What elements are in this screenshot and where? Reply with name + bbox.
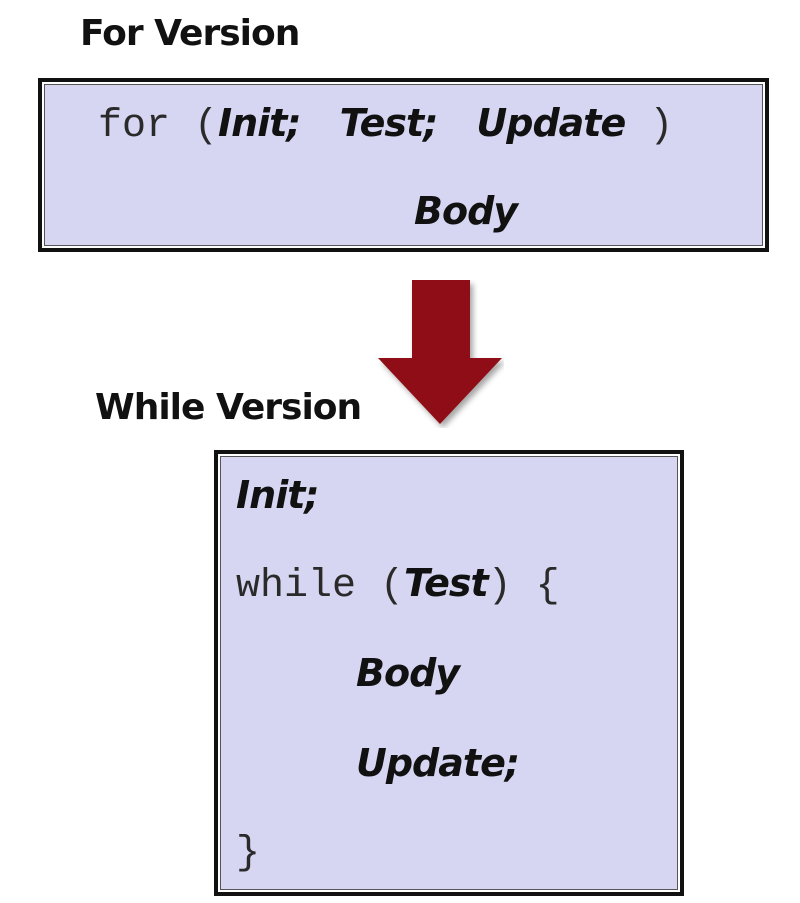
- close-paren: ): [625, 104, 674, 149]
- test-token: Test: [339, 101, 425, 145]
- open-paren: (: [170, 104, 219, 149]
- close-brace-line: }: [236, 834, 260, 874]
- close-paren-brace: ) {: [487, 564, 560, 609]
- semicolon: ;: [304, 473, 320, 517]
- update-line: Update;: [356, 744, 520, 782]
- close-brace: }: [236, 831, 261, 876]
- body-token: Body: [414, 189, 518, 233]
- while-version-heading: While Version: [95, 387, 362, 428]
- open-paren: (: [356, 564, 405, 609]
- init-token: Init: [218, 101, 287, 145]
- init-line: Init;: [236, 476, 320, 514]
- update-token: Update: [476, 101, 626, 145]
- for-keyword: for: [98, 104, 171, 149]
- init-token: Init: [236, 473, 305, 517]
- body-line: Body: [356, 651, 460, 695]
- while-keyword: while: [236, 564, 357, 609]
- for-body-line: Body: [414, 189, 518, 233]
- for-loop-code-box: for (Init;Test;Update ) Body: [38, 78, 769, 252]
- update-token: Update: [356, 741, 506, 785]
- while-header-line: while (Test) {: [236, 564, 560, 607]
- test-token: Test: [404, 561, 489, 605]
- semicolon: ;: [286, 101, 302, 145]
- while-loop-code-box: Init; while (Test) { Body Update; }: [214, 450, 684, 896]
- semicolon: ;: [423, 101, 439, 145]
- for-header-line: for (Init;Test;Update ): [98, 104, 673, 147]
- body-token: Body: [356, 651, 460, 695]
- semicolon: ;: [504, 741, 521, 785]
- down-arrow-icon: [378, 280, 502, 424]
- for-version-heading: For Version: [80, 13, 300, 54]
